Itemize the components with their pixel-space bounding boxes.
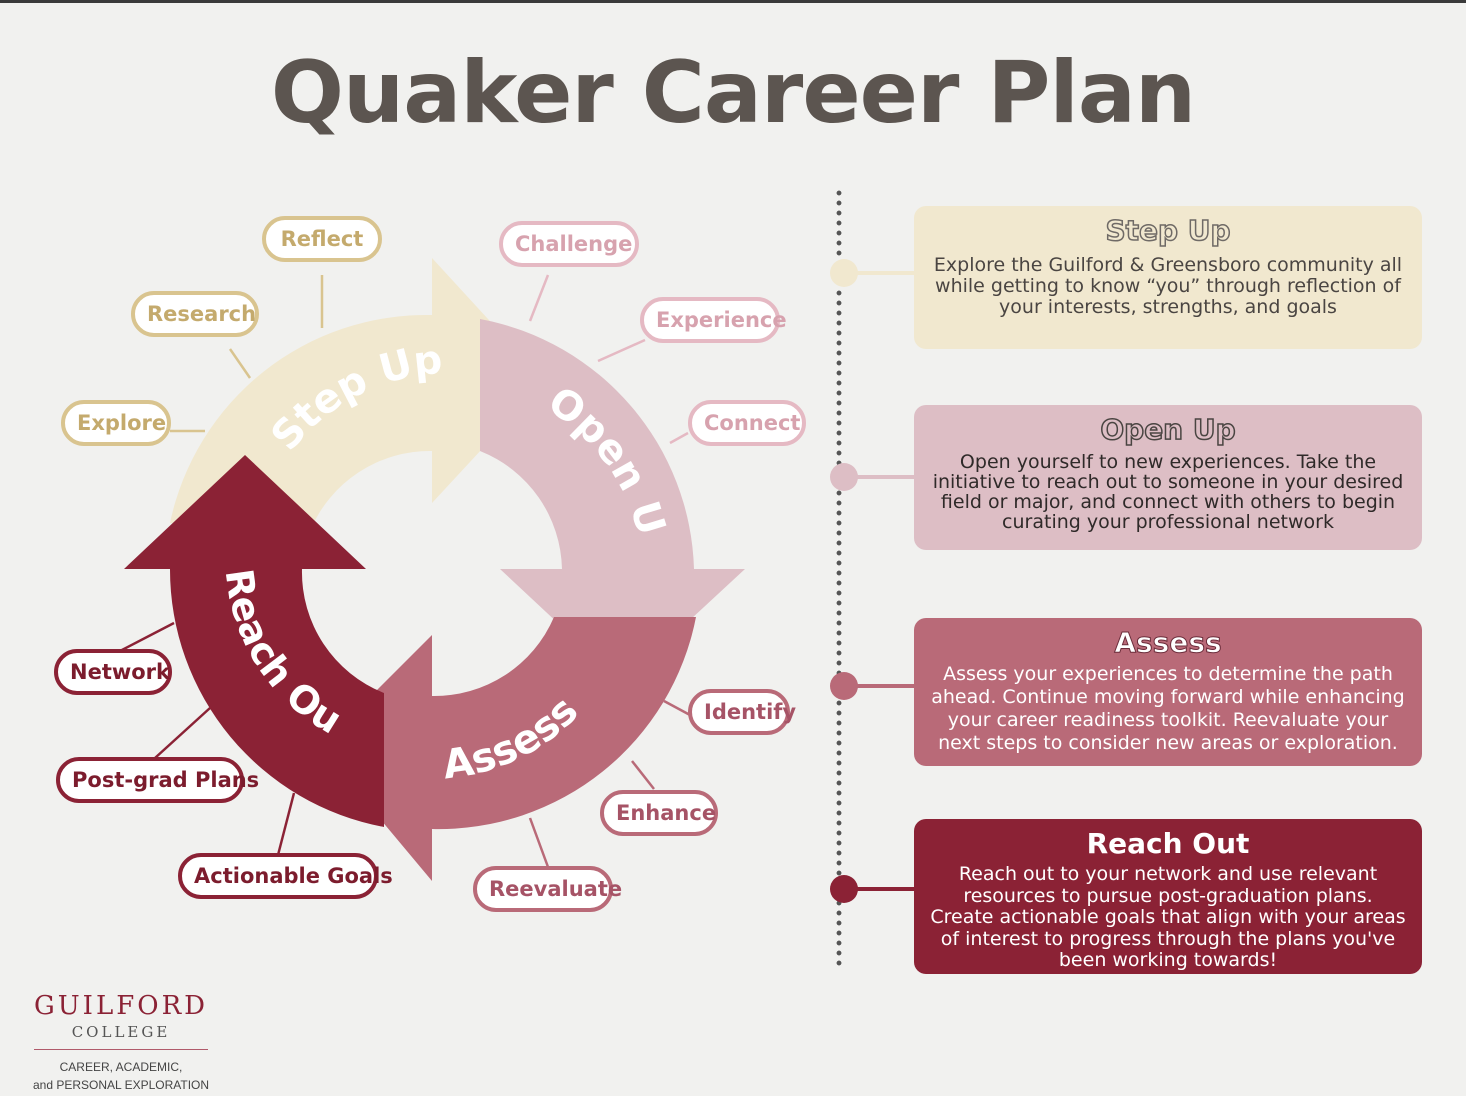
logo-dept-line2: and PERSONAL EXPLORATION bbox=[32, 1078, 210, 1092]
card-reach-out-title: Reach Out bbox=[1086, 827, 1250, 860]
card-open-up-text: Open yourself to new experiences. Take t… bbox=[932, 451, 1404, 533]
assess-arrow bbox=[320, 617, 696, 881]
pill-connect: Connect bbox=[688, 400, 806, 446]
card-open-up-title: Open Up bbox=[1100, 412, 1237, 447]
timeline-node-reach-out bbox=[830, 875, 858, 903]
card-assess: Assess Assess your experiences to determ… bbox=[914, 618, 1422, 766]
pill-reevaluate: Reevaluate bbox=[473, 866, 622, 912]
pill-experience: Experience bbox=[640, 297, 787, 343]
pill-enhance: Enhance bbox=[600, 790, 718, 836]
pill-research: Research bbox=[131, 291, 259, 337]
timeline-node-step-up bbox=[830, 259, 858, 287]
pill-actionable-goals: Actionable Goals bbox=[178, 853, 393, 899]
connector-reach-out bbox=[846, 887, 916, 891]
pill-challenge: Challenge bbox=[499, 221, 639, 267]
logo-sub: COLLEGE bbox=[71, 1023, 171, 1041]
page-title: Quaker Career Plan bbox=[270, 43, 1196, 143]
card-step-up: Step Up Explore the Guilford & Greensbor… bbox=[914, 206, 1422, 349]
pill-post-grad-plans: Post-grad Plans bbox=[56, 757, 259, 803]
connector-assess bbox=[846, 684, 916, 688]
pill-identify: Identify bbox=[688, 689, 796, 735]
timeline-node-open-up bbox=[830, 463, 858, 491]
reach-out-arrow bbox=[124, 455, 384, 827]
card-reach-out: Reach Out Reach out to your network and … bbox=[914, 819, 1422, 974]
pill-reflect: Reflect bbox=[262, 216, 382, 262]
logo-name: GUILFORD bbox=[34, 991, 208, 1021]
step-up-arrow bbox=[170, 258, 545, 531]
card-step-up-text: Explore the Guilford & Greensboro commun… bbox=[933, 254, 1403, 318]
logo-divider bbox=[34, 1049, 208, 1050]
connector-open-up bbox=[846, 475, 916, 479]
career-cycle-diagram: Step Up Open Up Assess Reach Out bbox=[0, 183, 745, 881]
card-assess-title: Assess bbox=[1114, 626, 1222, 660]
connector-step-up bbox=[846, 271, 916, 275]
logo-dept-line1: CAREER, ACADEMIC, bbox=[59, 1060, 183, 1074]
pill-explore: Explore bbox=[61, 400, 171, 446]
card-open-up: Open Up Open yourself to new experiences… bbox=[914, 405, 1422, 550]
open-up-arrow bbox=[480, 319, 745, 683]
card-step-up-title: Step Up bbox=[1105, 213, 1232, 248]
card-assess-text: Assess your experiences to determine the… bbox=[931, 663, 1405, 754]
guilford-college-logo: GUILFORD COLLEGE CAREER, ACADEMIC, and P… bbox=[30, 991, 212, 1094]
timeline-node-assess bbox=[830, 672, 858, 700]
card-reach-out-text: Reach out to your network and use releva… bbox=[930, 863, 1406, 971]
pill-network: Network bbox=[54, 649, 172, 695]
dotted-timeline bbox=[836, 188, 842, 968]
